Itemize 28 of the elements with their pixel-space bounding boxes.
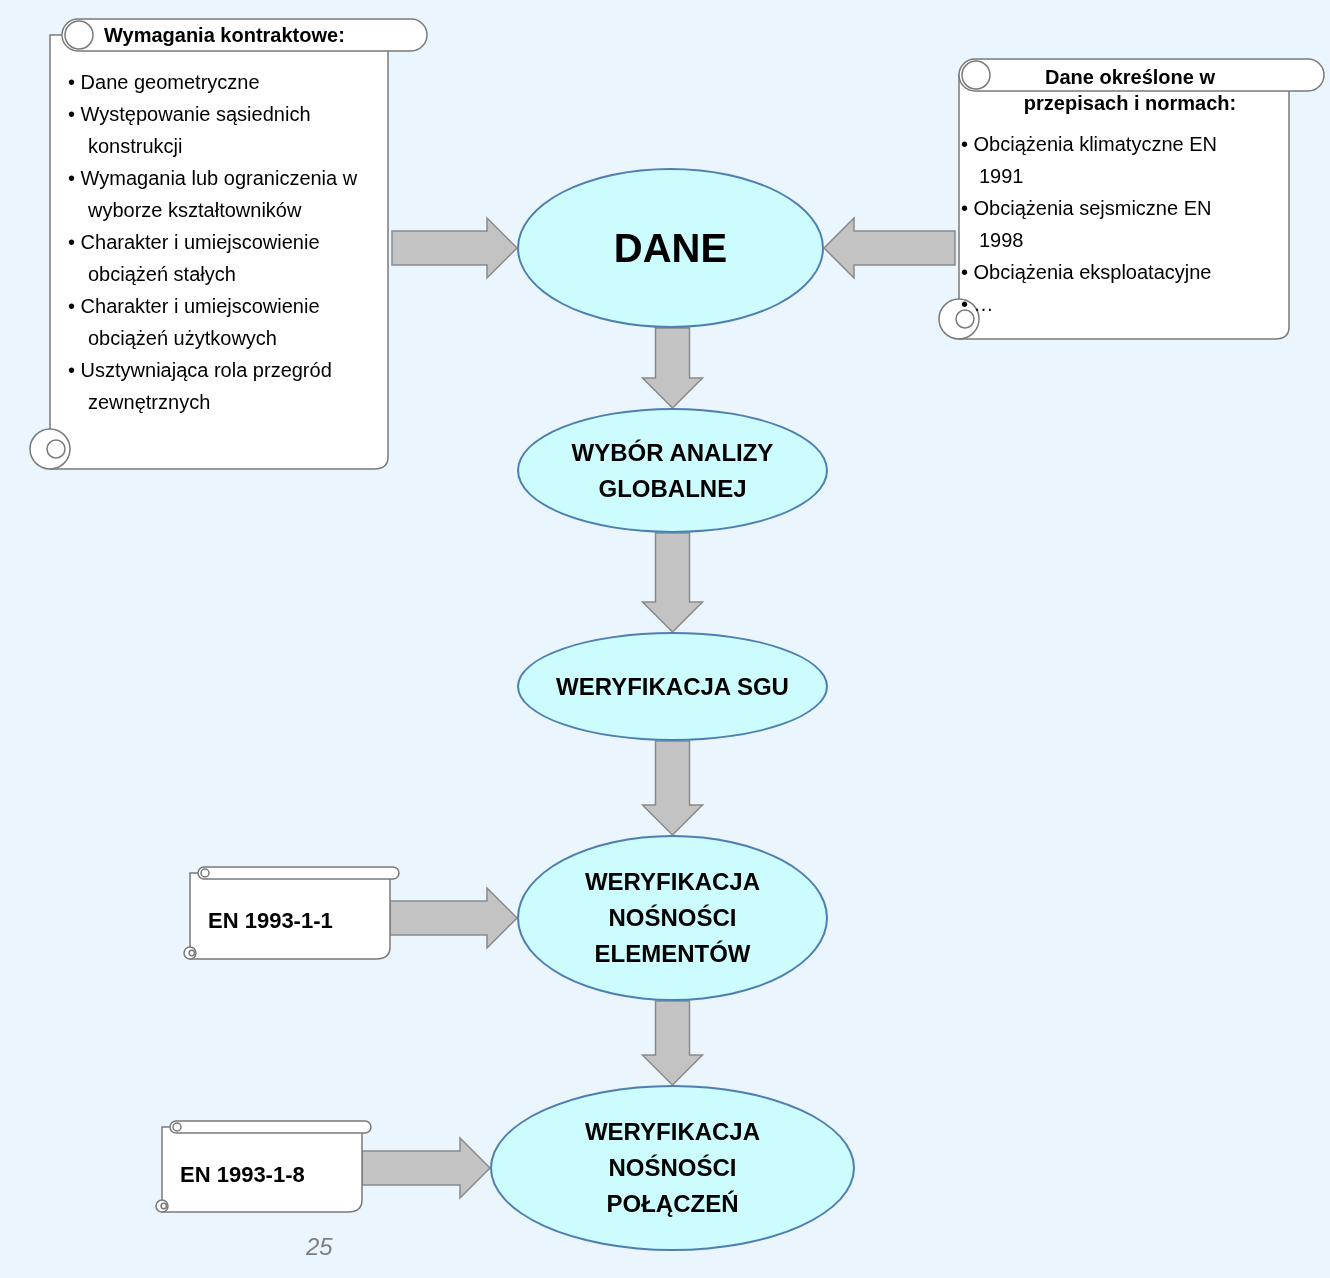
block-arrow: [640, 327, 705, 410]
block-arrow: [361, 1136, 492, 1200]
standard-label: EN 1993-1-1: [208, 908, 333, 934]
block-arrow: [389, 886, 519, 950]
block-arrow: [822, 216, 956, 280]
bullet-item: • Obciążenia klimatyczne EN 1991: [961, 132, 1218, 189]
process-ellipse: DANE: [517, 168, 824, 328]
block-arrow: [640, 532, 705, 634]
page-number: 25: [306, 1233, 333, 1261]
process-ellipse: WERYFIKACJA NOŚNOŚCI ELEMENTÓW: [517, 835, 828, 1001]
block-arrow: [391, 216, 519, 280]
bullet-item: • Występowanie sąsiednich konstrukcji: [68, 102, 312, 159]
block-arrow: [640, 740, 705, 837]
bullet-item: • Charakter i umiejscowienie obciążeń stałych: [68, 230, 321, 287]
bullet-item: • …: [961, 292, 995, 317]
bullet-item: • Obciążenia eksploatacyjne: [961, 260, 1213, 285]
block-arrow: [640, 1000, 705, 1087]
standard-label: EN 1993-1-8: [180, 1162, 305, 1188]
bullet-item: • Obciążenia sejsmiczne EN 1998: [961, 196, 1213, 253]
bullet-item: • Wymagania lub ograniczenia w wyborze kształtowników: [68, 166, 359, 223]
process-ellipse: WYBÓR ANALIZY GLOBALNEJ: [517, 408, 828, 533]
bullet-item: • Usztywniająca rola przegród zewnętrznych: [68, 358, 333, 415]
bullet-item: • Dane geometryczne: [68, 70, 261, 95]
process-ellipse: WERYFIKACJA NOŚNOŚCI POŁĄCZEŃ: [490, 1085, 855, 1251]
process-ellipse: WERYFIKACJA SGU: [517, 632, 828, 741]
scroll-heading: Wymagania kontraktowe:: [104, 23, 346, 48]
scroll-heading: Dane określone w przepisach i normach:: [1022, 65, 1238, 116]
bullet-item: • Charakter i umiejscowienie obciążeń użytkowych: [68, 294, 321, 351]
